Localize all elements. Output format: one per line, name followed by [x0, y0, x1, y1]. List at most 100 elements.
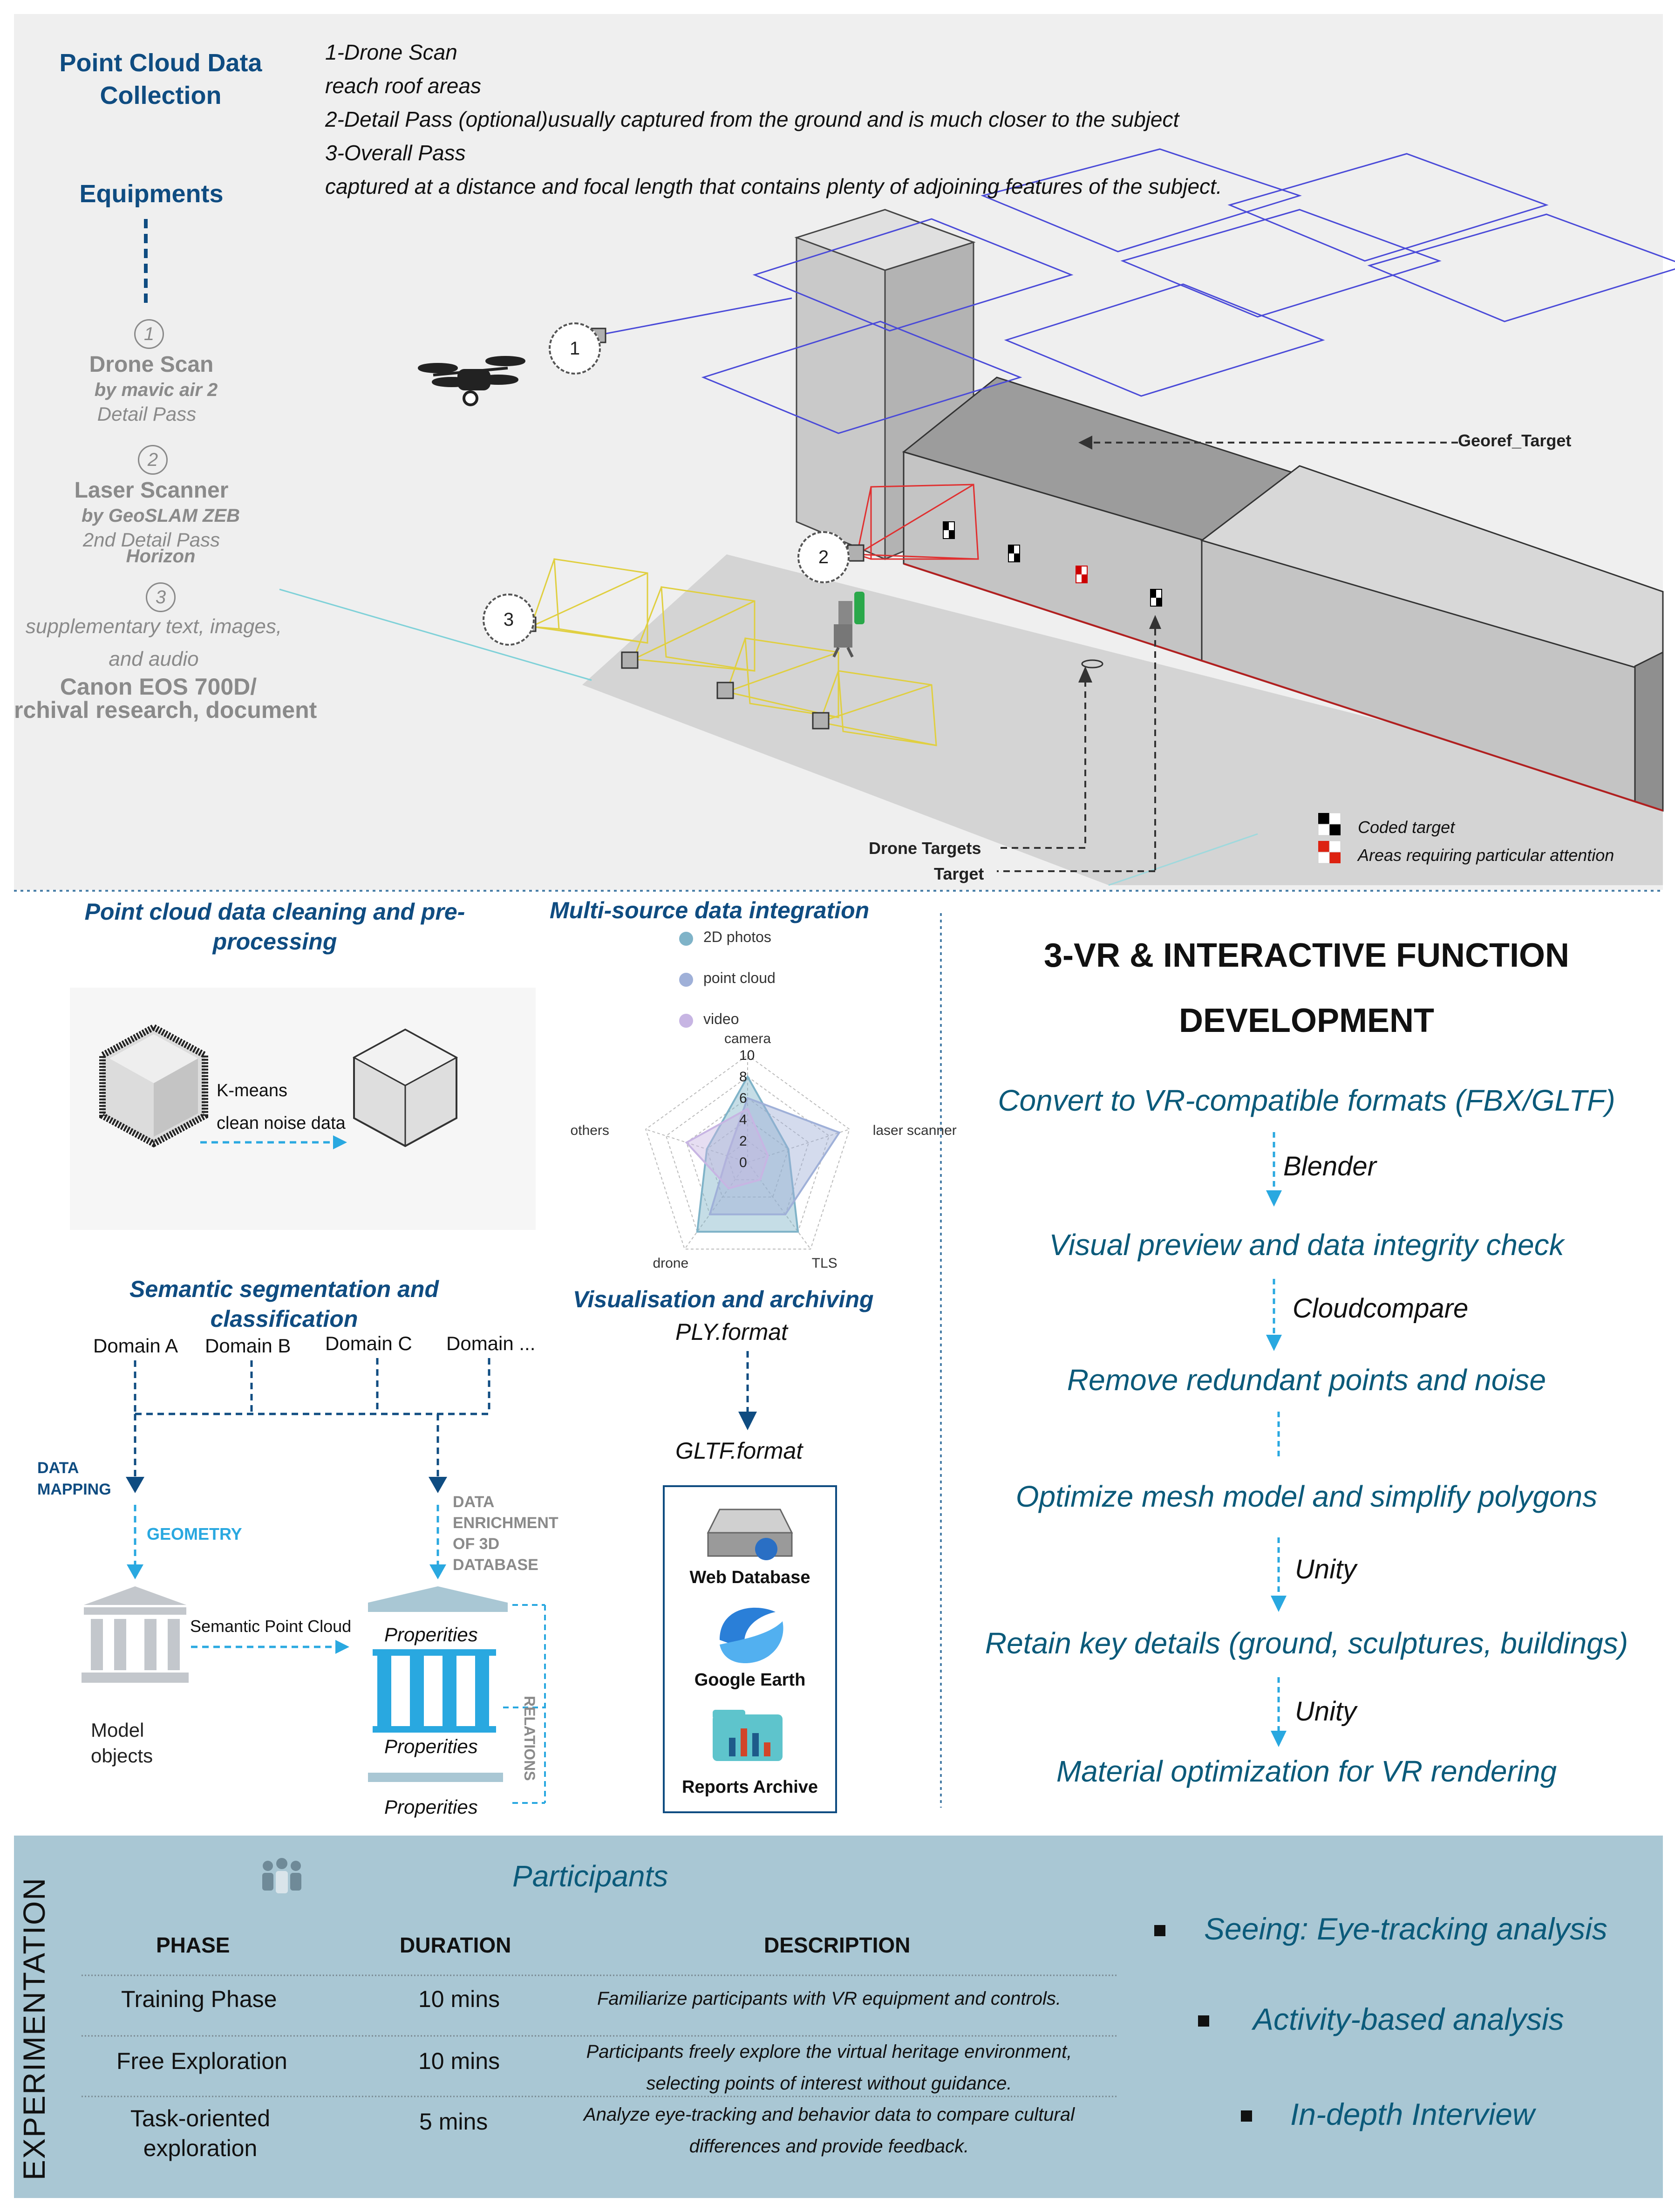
properties-1: Properities	[384, 1624, 478, 1645]
cleaning-title-2: processing	[212, 928, 337, 955]
participants-icon	[262, 1858, 301, 1893]
radar-tick-label: 2	[739, 1133, 747, 1149]
marker-1: 1	[549, 322, 601, 375]
analysis-2: Activity-based analysis	[1253, 2002, 1564, 2036]
web-database-icon	[707, 1509, 793, 1560]
vr-tool-cloudcompare: Cloudcompare	[1293, 1293, 1469, 1324]
legend-dot-photos	[679, 932, 693, 946]
vr-title-1: 3-VR & INTERACTIVE FUNCTION	[1043, 937, 1570, 974]
equip-num-2: 2	[138, 445, 168, 475]
vr-step-4: Optimize mesh model and simplify polygon…	[1015, 1480, 1598, 1513]
radar-axis-label: drone	[653, 1256, 688, 1271]
analysis-3: In-depth Interview	[1290, 2097, 1535, 2131]
segmentation-title: Semantic segmentation and classification	[56, 1274, 512, 1334]
vr-step-6: Material optimization for VR rendering	[1056, 1755, 1557, 1788]
radar-spoke	[645, 1128, 748, 1163]
segmentation-title-2: classification	[210, 1306, 358, 1332]
georef-label: Georef_Target	[1458, 431, 1572, 450]
model-objects-2: objects	[91, 1745, 153, 1767]
collection-step-2: reach roof areas	[325, 74, 481, 98]
row2-phase: Free Exploration	[116, 2048, 287, 2074]
collection-step-5: captured at a distance and focal length …	[325, 174, 1222, 198]
drone-flight-grid	[596, 148, 1675, 434]
target-legend-swatches	[1318, 812, 1341, 864]
reports-archive-label: Reports Archive	[681, 1777, 818, 1797]
enrich-3: OF 3D	[453, 1535, 500, 1553]
web-database-label: Web Database	[689, 1568, 810, 1587]
vr-step-5: Retain key details (ground, sculptures, …	[985, 1626, 1628, 1660]
enrich-2: ENRICHMENT	[453, 1514, 558, 1532]
row3-phase: Task-oriented exploration	[130, 2105, 271, 2161]
radar-spoke	[747, 1162, 811, 1249]
data-mapping-2: MAPPING	[37, 1481, 111, 1498]
experiment-panel	[14, 1836, 1663, 2198]
equip-2-pass: 2nd Detail Pass	[82, 529, 220, 551]
gltf-label: GLTF.format	[675, 1438, 803, 1464]
laser-frustum	[856, 484, 979, 560]
coded-targets	[943, 521, 1162, 607]
radar-tick-label: 8	[739, 1069, 747, 1085]
vr-step-2: Visual preview and data integrity check	[1049, 1228, 1564, 1262]
drone-targets-label: Drone Targets	[869, 839, 981, 858]
legend-coded: Coded target	[1358, 818, 1455, 837]
domain-c: Domain C	[325, 1332, 412, 1354]
data-mapping-1: DATA	[37, 1459, 79, 1477]
kmeans-label: K-means	[217, 1081, 288, 1100]
cleaning-title-1: Point cloud data cleaning and pre-	[84, 899, 465, 925]
equip-2-by: by GeoSLAM ZEB	[81, 505, 240, 526]
participants-title: Participants	[512, 1859, 668, 1893]
google-earth-icon	[720, 1607, 783, 1663]
row1-duration: 10 mins	[418, 1986, 500, 2012]
vr-step-1: Convert to VR-compatible formats (FBX/GL…	[998, 1084, 1615, 1117]
row3-desc: Analyze eye-tracking and behavior data t…	[584, 2104, 1075, 2157]
legend-dot-pointcloud	[679, 973, 693, 987]
properties-2: Properities	[384, 1735, 478, 1757]
radar-series-2d-photos	[696, 1074, 799, 1233]
geometry-label: GEOMETRY	[147, 1524, 242, 1543]
header-phase: PHASE	[156, 1933, 230, 1957]
radar-axis-label: laser scanner	[873, 1123, 957, 1138]
vr-tool-blender: Blender	[1283, 1151, 1376, 1181]
equip-1-name: Drone Scan	[89, 352, 214, 377]
row3-duration: 5 mins	[419, 2109, 488, 2135]
vr-step-3: Remove redundant points and noise	[1067, 1363, 1546, 1397]
row1-phase: Training Phase	[121, 1986, 277, 2012]
cleaning-title: Point cloud data cleaning and pre- proce…	[37, 897, 512, 956]
equip-1-by: by mavic air 2	[94, 380, 218, 400]
drone-icon	[418, 356, 525, 406]
collection-title: Point Cloud Data Collection	[59, 49, 262, 109]
clean-label: clean noise data	[217, 1113, 346, 1133]
analysis-1: Seeing: Eye-tracking analysis	[1204, 1912, 1607, 1946]
domain-a: Domain A	[93, 1335, 178, 1357]
equip-3-line3: Canon EOS 700D/	[60, 674, 257, 700]
target-label: Target	[934, 864, 984, 883]
integration-title: Multi-source data integration	[550, 897, 870, 923]
semantic-pc-label: Semantic Point Cloud	[190, 1617, 352, 1636]
equip-3-line2: and audio	[109, 648, 199, 670]
domain-more: Domain ...	[446, 1332, 536, 1354]
legend-dot-video	[679, 1014, 693, 1028]
legend-label-video: video	[703, 1010, 739, 1027]
visualisation-title: Visualisation and archiving	[573, 1286, 874, 1312]
legend-attention: Areas requiring particular attention	[1358, 846, 1614, 865]
vr-title-2: DEVELOPMENT	[1178, 1002, 1435, 1039]
vr-tool-unity-1: Unity	[1295, 1554, 1357, 1584]
radar-grid-ring	[727, 1140, 769, 1181]
enrich-4: DATABASE	[453, 1556, 538, 1574]
equip-1-pass: Detail Pass	[97, 403, 197, 425]
radar-tick-label: 10	[739, 1048, 755, 1063]
equip-2-name: Laser Scanner	[74, 478, 229, 503]
model-objects-1: Model	[91, 1719, 144, 1741]
equipments-title: Equipments	[79, 180, 224, 208]
laser-scanner-icon	[832, 592, 865, 658]
equip-num-3: 3	[146, 582, 176, 612]
google-earth-label: Google Earth	[694, 1670, 806, 1690]
radar-axis-label: TLS	[812, 1256, 838, 1271]
radar-axis-label: camera	[724, 1031, 771, 1046]
